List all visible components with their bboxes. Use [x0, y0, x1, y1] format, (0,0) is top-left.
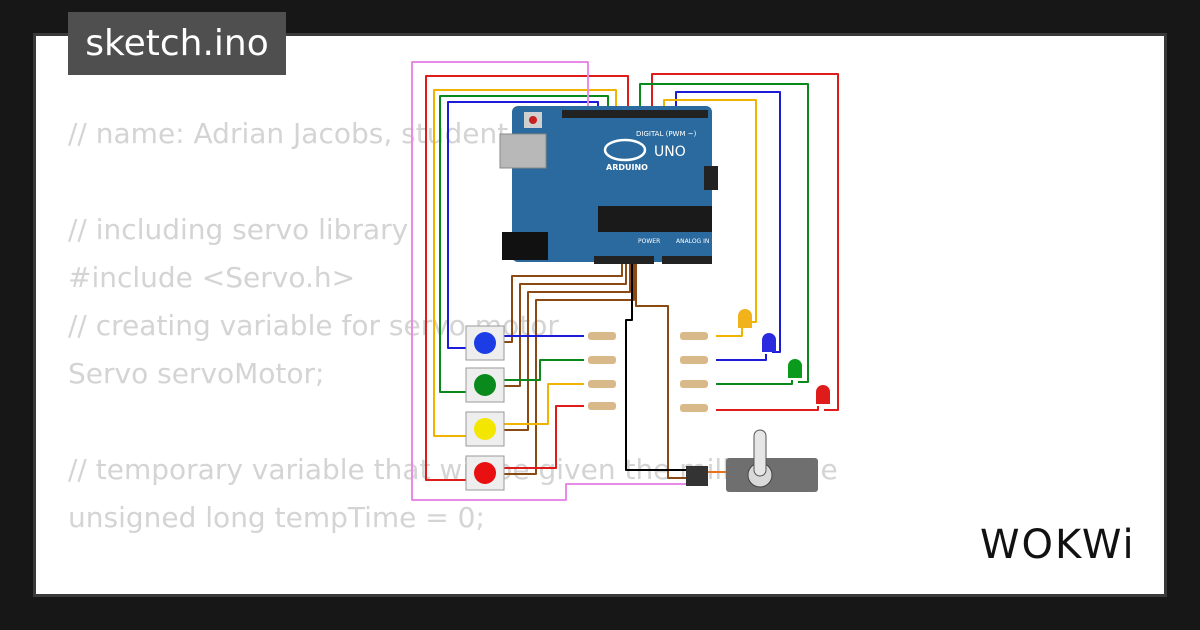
wokwi-logo: WOKWi	[980, 522, 1136, 568]
wire-brown-servo	[635, 262, 690, 479]
wire-yellow-button	[433, 89, 617, 437]
wire-blue-button	[447, 101, 599, 349]
usb-port	[499, 133, 547, 169]
arduino-logo	[603, 138, 647, 162]
resistor-7	[680, 380, 708, 388]
wire-brown-3	[504, 262, 631, 431]
leds	[738, 309, 830, 404]
wire-pink	[411, 61, 690, 501]
wire-red-short	[504, 405, 584, 469]
resistor-6	[680, 356, 708, 364]
pushbutton-blue	[465, 325, 505, 361]
file-name-badge: sketch.ino	[68, 12, 286, 75]
pushbutton-red	[465, 455, 505, 491]
power-jack	[502, 232, 548, 260]
pushbuttons	[465, 325, 505, 491]
resistor-1	[588, 332, 616, 340]
resistor-3	[588, 380, 616, 388]
led-red	[816, 385, 830, 404]
wire-blue-led	[675, 91, 781, 353]
resistor-2	[588, 356, 616, 364]
wire-red-button	[425, 75, 629, 481]
arduino-board: DIGITAL (PWM ~) UNO ARDUINO POWER ANALOG…	[499, 106, 718, 264]
led-green	[788, 359, 802, 378]
wire-led-r2	[716, 354, 767, 361]
digital-header	[562, 110, 708, 118]
power-header	[594, 256, 654, 264]
reset-dot	[529, 116, 537, 124]
mcu-chip	[598, 206, 712, 232]
digital-label: DIGITAL (PWM ~)	[636, 130, 697, 138]
wire-led-r3	[716, 380, 793, 385]
analog-header	[662, 256, 712, 264]
resistor-4	[588, 402, 616, 410]
servo-horn	[753, 429, 767, 477]
icsp-header	[704, 166, 718, 190]
wire-brown-1	[504, 262, 623, 343]
wire-yellow-short	[504, 383, 584, 425]
wire-led-r1	[716, 326, 743, 337]
wire-led-r4	[716, 406, 819, 411]
wires	[411, 61, 839, 501]
wire-yellow-led	[663, 99, 757, 323]
wire-brown-2	[504, 262, 627, 387]
resistor-8	[680, 404, 708, 412]
wire-red-led	[651, 73, 839, 411]
wire-green-button	[439, 95, 609, 393]
resistor-5	[680, 332, 708, 340]
resistors	[588, 332, 708, 412]
servo-motor	[686, 429, 818, 492]
power-label: POWER	[638, 238, 660, 245]
wire-brown-4	[504, 262, 635, 475]
analog-label: ANALOG IN	[676, 238, 709, 245]
led-blue	[762, 333, 776, 352]
pushbutton-yellow	[465, 411, 505, 447]
board-maker: ARDUINO	[606, 163, 648, 172]
wire-green-short	[504, 359, 584, 381]
servo-connector	[686, 466, 708, 486]
wire-green-led	[639, 83, 809, 383]
led-orange	[738, 309, 752, 328]
pushbutton-green	[465, 367, 505, 403]
wire-black	[625, 262, 690, 471]
board-model: UNO	[654, 144, 686, 160]
